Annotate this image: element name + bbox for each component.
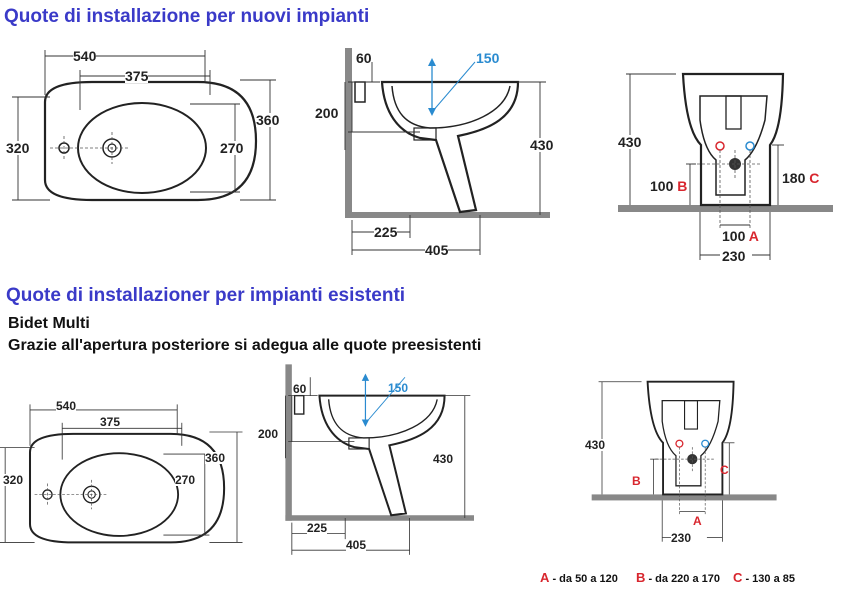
dim-405: 405 xyxy=(425,242,449,258)
legend-c-text: - 130 a 85 xyxy=(745,573,795,585)
dim-430-front-existing: 430 xyxy=(585,438,606,452)
dim-180-c-value: 180 xyxy=(782,170,806,186)
dim-430-front: 430 xyxy=(618,134,642,150)
dim-180-c: 180 C xyxy=(782,171,819,185)
dim-375-existing: 375 xyxy=(100,415,121,429)
dim-405-existing: 405 xyxy=(346,538,367,552)
legend-a: A - da 50 a 120 xyxy=(540,570,618,585)
legend-c-letter: C xyxy=(733,570,743,585)
label-b: B xyxy=(677,178,688,194)
dim-225: 225 xyxy=(374,224,398,240)
dim-200: 200 xyxy=(315,105,339,121)
label-a-existing: A xyxy=(693,514,702,528)
dim-270-existing: 270 xyxy=(175,473,196,487)
product-name: Bidet Multi xyxy=(8,315,90,332)
dim-230: 230 xyxy=(722,248,746,264)
front-view-existing xyxy=(590,380,778,543)
legend-c: C - 130 a 85 xyxy=(733,570,795,585)
dim-225-existing: 225 xyxy=(307,521,328,535)
dim-230-existing: 230 xyxy=(671,531,692,545)
dim-60: 60 xyxy=(356,50,372,66)
dim-150-existing: 150 xyxy=(388,381,409,395)
dim-150: 150 xyxy=(476,50,500,66)
legend-b-text: - da 220 a 170 xyxy=(648,573,721,585)
legend-b-letter: B xyxy=(636,570,646,585)
product-note: Grazie all'apertura posteriore si adegua… xyxy=(8,337,482,354)
dim-430: 430 xyxy=(530,137,554,153)
label-c-existing: C xyxy=(720,463,729,477)
dim-100-b-value: 100 xyxy=(650,178,674,194)
dim-540: 540 xyxy=(73,48,97,64)
plan-view-existing xyxy=(0,403,244,544)
dim-430-existing: 430 xyxy=(433,452,454,466)
dim-360: 360 xyxy=(256,112,280,128)
dim-320-existing: 320 xyxy=(3,473,24,487)
dim-540-existing: 540 xyxy=(56,399,77,413)
dim-360-existing: 360 xyxy=(205,451,226,465)
heading-existing-installations: Quote di installazioner per impianti esi… xyxy=(6,285,406,306)
label-c: C xyxy=(809,170,820,186)
heading-new-installations: Quote di installazione per nuovi impiant… xyxy=(4,6,370,27)
label-a: A xyxy=(748,228,759,244)
dim-270: 270 xyxy=(220,140,244,156)
dim-100-b: 100 B xyxy=(650,179,687,193)
dim-375: 375 xyxy=(125,68,149,84)
legend-b: B - da 220 a 170 xyxy=(636,570,720,585)
dim-100-a: 100 A xyxy=(722,229,759,243)
dim-200-existing: 200 xyxy=(258,427,279,441)
legend-a-letter: A xyxy=(540,570,550,585)
dim-100-a-value: 100 xyxy=(722,228,746,244)
dim-60-existing: 60 xyxy=(293,382,307,396)
label-b-existing: B xyxy=(632,474,641,488)
legend-a-text: - da 50 a 120 xyxy=(552,573,618,585)
dim-320: 320 xyxy=(6,140,30,156)
